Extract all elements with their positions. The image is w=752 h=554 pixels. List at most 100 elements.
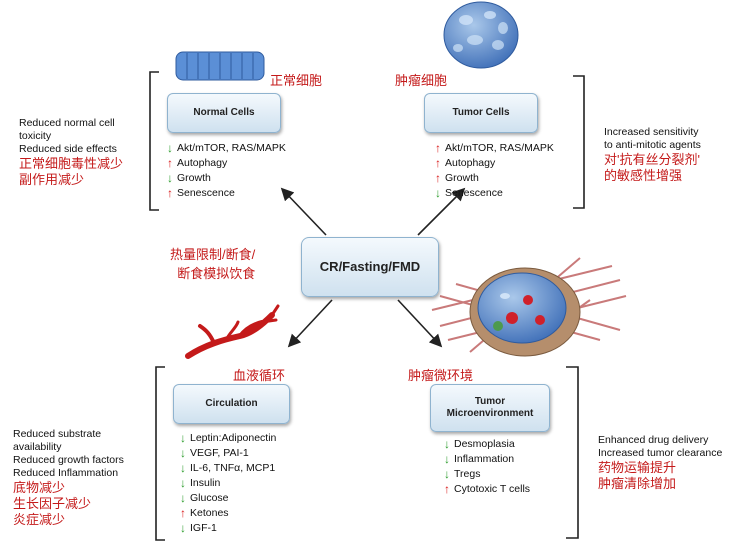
circulation-note-en-line: Reduced Inflammation: [13, 467, 119, 479]
micro-list-item-text: Tregs: [454, 468, 481, 480]
normal-list-item-text: Akt/mTOR, RAS/MAPK: [177, 142, 286, 154]
circulation-list-item: ↓ VEGF, PAI-1: [177, 446, 276, 461]
blood-vessel-illustration: [185, 304, 280, 359]
center-node-label: CR/Fasting/FMD: [319, 258, 421, 274]
down-arrow-icon: ↓: [180, 431, 186, 445]
center-cn-label: 热量限制/断食/ 断食模拟饮食: [170, 247, 256, 281]
circulation-list-item: ↑Ketones: [177, 506, 276, 521]
down-arrow-icon: ↓: [444, 437, 450, 451]
tumor-note-en-line: to anti-mitotic agents: [604, 139, 701, 151]
circulation-list-item: ↓ IL-6, TNFα, MCP1: [177, 461, 276, 476]
up-arrow-icon: ↑: [167, 186, 173, 200]
down-arrow-icon: ↓: [444, 467, 450, 481]
tumor-list-item-text: Autophagy: [445, 157, 496, 169]
circulation-note-en-line: availability: [13, 441, 62, 453]
tumor-list-item-text: Growth: [445, 172, 479, 184]
down-arrow-icon: ↓: [180, 491, 186, 505]
micro-list-item: ↓ Tregs: [441, 467, 530, 482]
normal-list-item: ↓ Akt/mTOR, RAS/MAPK: [164, 141, 286, 156]
up-arrow-icon: ↑: [167, 156, 173, 170]
normal-cells-title: Normal Cells: [193, 106, 255, 118]
circulation-note-en-line: Reduced growth factors: [13, 454, 124, 466]
circulation-title: Circulation: [205, 397, 258, 409]
micro-list-item: ↓ Desmoplasia: [441, 437, 530, 452]
micro-cn-label: 肿瘤微环境: [408, 368, 474, 383]
up-arrow-icon: ↑: [180, 506, 186, 520]
normal-list-item-text: Senescence: [177, 187, 235, 199]
circulation-list-item-text: VEGF, PAI-1: [190, 447, 249, 459]
micro-title: Tumor Microenvironment: [446, 395, 534, 420]
normal-note-cn-line: 副作用减少: [19, 172, 85, 187]
circulation-list-item-text: IL-6, TNFα, MCP1: [190, 462, 276, 474]
circulation-note-cn-line: 炎症减少: [13, 512, 66, 527]
circulation-list-item: ↓ Leptin:Adiponectin: [177, 431, 276, 446]
tumor-cells-illustration: [443, 1, 519, 69]
normal-note-en-line: Reduced normal cell: [19, 117, 115, 129]
circulation-list-item-text: IGF-1: [190, 522, 217, 534]
normal-note-cn-line: 正常细胞毒性减少: [19, 156, 124, 171]
circulation-box: Circulation: [173, 384, 290, 424]
tumor-note-cn-line: 的敏感性增强: [604, 168, 683, 183]
micro-note-cn-line: 药物运输提升: [598, 460, 677, 475]
tumor-list-item-text: Senescence: [445, 187, 503, 199]
tumor-microenvironment-illustration: [431, 257, 627, 357]
down-arrow-icon: ↓: [180, 446, 186, 460]
down-arrow-icon: ↓: [180, 461, 186, 475]
micro-list-item-text: Inflammation: [454, 453, 515, 465]
down-arrow-icon: ↓: [180, 521, 186, 535]
normal-cells-list: ↓ Akt/mTOR, RAS/MAPK ↑ Autophagy ↓Growth↑ Sen…: [164, 141, 286, 201]
normal-list-item: ↓Growth: [164, 171, 286, 186]
normal-note-en-line: Reduced side effects: [19, 143, 117, 155]
center-node-box: CR/Fasting/FMD: [301, 237, 439, 297]
down-arrow-icon: ↓: [435, 186, 441, 200]
down-arrow-icon: ↓: [167, 141, 173, 155]
tumor-list-item: ↑ Growth: [432, 171, 554, 186]
tumor-list-item: ↑ Autophagy: [432, 156, 554, 171]
circulation-list: ↓ Leptin:Adiponectin ↓ VEGF, PAI-1 ↓ IL-6, TN…: [177, 431, 276, 536]
circulation-note-en-line: Reduced substrate: [13, 428, 102, 440]
circulation-cn-label: 血液循环: [233, 368, 286, 383]
up-arrow-icon: ↑: [435, 156, 441, 170]
circulation-list-item-text: Insulin: [190, 477, 221, 489]
circulation-note-cn-line: 底物减少: [13, 480, 66, 495]
down-arrow-icon: ↓: [167, 171, 173, 185]
circulation-note-cn-line: 生长因子减少: [13, 496, 92, 511]
normal-cells-box: Normal Cells: [167, 93, 281, 133]
tumor-list-item-text: Akt/mTOR, RAS/MAPK: [445, 142, 554, 154]
circulation-list-item-text: Leptin:Adiponectin: [190, 432, 277, 444]
circulation-list-item: ↓ IGF-1: [177, 521, 276, 536]
tumor-cells-title: Tumor Cells: [452, 106, 510, 118]
normal-list-item: ↑ Autophagy: [164, 156, 286, 171]
micro-list-item-text: Desmoplasia: [454, 438, 515, 450]
down-arrow-icon: ↓: [180, 476, 186, 490]
tumor-note-cn-line: 对'抗有丝分裂剂': [604, 152, 700, 167]
tumor-note-en-line: Increased sensitivity: [604, 126, 699, 138]
tumor-cells-list: ↑ Akt/mTOR, RAS/MAPK ↑ Autophagy ↑ Growth ↓ Sen…: [432, 141, 554, 201]
tumor-cells-cn-label: 肿瘤细胞: [395, 73, 448, 88]
brackets: [149, 71, 585, 541]
circulation-list-item-text: Glucose: [190, 492, 229, 504]
normal-note-en-line: toxicity: [19, 130, 52, 142]
micro-list-item-text: Cytotoxic T cells: [454, 483, 531, 495]
normal-list-item-text: Autophagy: [177, 157, 228, 169]
micro-list-item: ↓Inflammation: [441, 452, 530, 467]
normal-cells-illustration: [175, 51, 265, 81]
up-arrow-icon: ↑: [435, 141, 441, 155]
tumor-list-item: ↑ Akt/mTOR, RAS/MAPK: [432, 141, 554, 156]
tumor-list-item: ↓ Senescence: [432, 186, 554, 201]
up-arrow-icon: ↑: [444, 482, 450, 496]
micro-box: Tumor Microenvironment: [430, 384, 550, 432]
normal-cells-cn-label: 正常细胞: [270, 73, 323, 88]
up-arrow-icon: ↑: [435, 171, 441, 185]
tumor-cells-box: Tumor Cells: [424, 93, 538, 133]
micro-note-en-line: Enhanced drug delivery: [598, 434, 709, 446]
circulation-list-item: ↓ Insulin: [177, 476, 276, 491]
micro-note-cn-line: 肿瘤清除增加: [598, 476, 677, 491]
normal-list-item: ↑ Senescence: [164, 186, 286, 201]
micro-list-item: ↑ Cytotoxic T cells: [441, 482, 530, 497]
micro-note-en-line: Increased tumor clearance: [598, 447, 723, 459]
